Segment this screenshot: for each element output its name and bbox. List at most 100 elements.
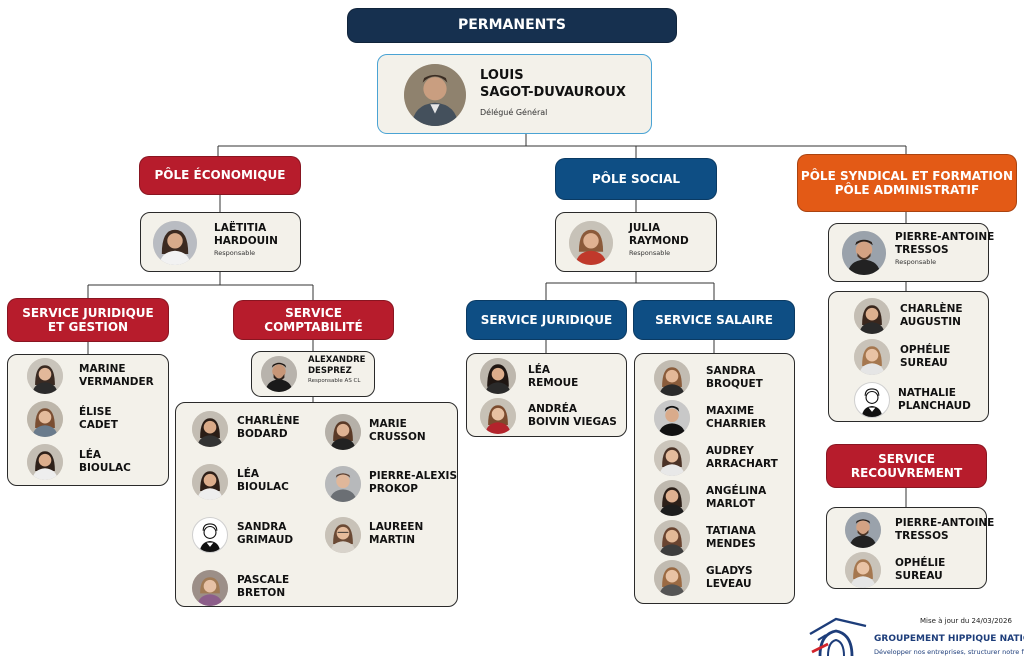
pole-label-line: PÔLE SYNDICAL ET FORMATION bbox=[800, 168, 1014, 183]
person-last-name: MENDES bbox=[706, 538, 756, 550]
person-first-name: SANDRA bbox=[706, 365, 756, 377]
person-last-name: CHARRIER bbox=[706, 418, 766, 430]
team-member: NATHALIE PLANCHAUD bbox=[829, 379, 989, 423]
pole-syndical-administratif: PÔLE SYNDICAL ET FORMATION PÔLE ADMINIST… bbox=[797, 154, 1017, 212]
person-first-name: CHARLÈNE bbox=[237, 415, 300, 427]
avatar bbox=[654, 480, 690, 516]
avatar bbox=[27, 358, 63, 394]
person-last-name: BODARD bbox=[237, 428, 288, 440]
person-first-name: PASCALE bbox=[237, 574, 290, 586]
service-salaire: SERVICE SALAIRE bbox=[633, 300, 795, 340]
avatar bbox=[842, 231, 886, 275]
person-name: PIERRE-ANTOINE TRESSOS bbox=[895, 231, 994, 257]
avatar bbox=[654, 440, 690, 476]
avatar bbox=[654, 360, 690, 396]
team-card-salaire: SANDRA BROQUET MAXIME CHARRIER AUDREY AR… bbox=[634, 353, 795, 604]
team-card-syndical: CHARLÈNE AUGUSTIN OPHÉLIE SUREAU NATHALI… bbox=[828, 291, 989, 422]
person-last-name: TRESSOS bbox=[895, 530, 949, 542]
team-member: PASCALE BRETON bbox=[176, 566, 316, 610]
horse-logo-icon bbox=[809, 617, 867, 657]
avatar bbox=[654, 560, 690, 596]
sketch-avatar bbox=[192, 517, 228, 553]
team-card-recouvrement: PIERRE-ANTOINE TRESSOS OPHÉLIE SUREAU bbox=[826, 507, 994, 591]
person-first-name: ALEXANDRE bbox=[308, 355, 366, 365]
person-name: ALEXANDRE DESPREZ bbox=[308, 355, 365, 377]
avatar bbox=[192, 411, 228, 447]
avatar bbox=[854, 298, 890, 334]
service-label-line: SERVICE JURIDIQUE bbox=[22, 305, 154, 320]
director-name: LOUIS SAGOT-DUVAUROUX bbox=[480, 67, 626, 101]
team-member: GLADYS LEVEAU bbox=[635, 557, 795, 597]
team-member: PIERRE-ALEXIS PROKOP bbox=[311, 462, 457, 506]
team-member: PIERRE-ANTOINE TRESSOS bbox=[827, 509, 994, 551]
person-last-name: PLANCHAUD bbox=[898, 400, 971, 412]
service-juridique: SERVICE JURIDIQUE bbox=[466, 300, 627, 340]
person-last-name: BRETON bbox=[237, 587, 286, 599]
team-card-juridique-gestion: MARINE VERMANDER ÉLISE CADET LÉA BIOULAC bbox=[7, 354, 169, 486]
person-first-name: LAËTITIA bbox=[214, 222, 267, 234]
team-member: SANDRA GRIMAUD bbox=[176, 513, 316, 557]
avatar bbox=[153, 221, 197, 265]
person-first-name: MARIE bbox=[369, 418, 407, 430]
person-first-name: JULIA bbox=[629, 222, 661, 234]
person-last-name: MARLOT bbox=[706, 498, 756, 510]
person-last-name: TRESSOS bbox=[895, 244, 949, 256]
update-date: Mise à jour du 24/03/2026 bbox=[920, 617, 1012, 625]
person-last-name: CRUSSON bbox=[369, 431, 426, 443]
person-last-name: DESPREZ bbox=[308, 366, 352, 376]
avatar bbox=[27, 401, 63, 437]
person-first-name: ANGÉLINA bbox=[706, 485, 767, 497]
team-member: SANDRA BROQUET bbox=[635, 357, 795, 397]
person-first-name: AUDREY bbox=[706, 445, 754, 457]
person-last-name: BIOULAC bbox=[79, 462, 131, 474]
avatar bbox=[654, 520, 690, 556]
person-name: JULIA RAYMOND bbox=[629, 222, 689, 248]
team-member: OPHÉLIE SUREAU bbox=[827, 549, 987, 591]
team-member: AUDREY ARRACHART bbox=[635, 437, 795, 477]
person-name: LAËTITIA HARDOUIN bbox=[214, 222, 278, 248]
person-last-name: VERMANDER bbox=[79, 376, 154, 388]
team-member: LÉA BIOULAC bbox=[8, 441, 168, 485]
avatar bbox=[325, 517, 361, 553]
head-card-eco: LAËTITIA HARDOUIN Responsable bbox=[140, 212, 301, 272]
pole-label-line: PÔLE ADMINISTRATIF bbox=[834, 183, 980, 197]
person-first-name: GLADYS bbox=[706, 565, 753, 577]
person-first-name: NATHALIE bbox=[898, 387, 956, 399]
avatar bbox=[404, 64, 466, 126]
avatar bbox=[192, 464, 228, 500]
avatar bbox=[27, 444, 63, 480]
team-member: OPHÉLIE SUREAU bbox=[829, 337, 989, 381]
person-first-name: OPHÉLIE bbox=[895, 557, 946, 569]
person-last-name: HARDOUIN bbox=[214, 235, 278, 247]
person-first-name: ÉLISE bbox=[79, 406, 112, 418]
person-first-name: ANDRÉA bbox=[528, 403, 578, 415]
person-role: Responsable bbox=[895, 258, 937, 266]
person-first-name: MAXIME bbox=[706, 405, 755, 417]
avatar bbox=[261, 356, 297, 392]
service-recouvrement: SERVICE RECOUVREMENT bbox=[826, 444, 987, 488]
service-label-line: ET GESTION bbox=[47, 320, 129, 334]
team-member: LÉA REMOUE bbox=[467, 355, 627, 397]
person-first-name: LAUREEN bbox=[369, 521, 424, 533]
avatar bbox=[569, 221, 613, 265]
person-last-name: PROKOP bbox=[369, 483, 418, 495]
team-member: LAUREEN MARTIN bbox=[311, 513, 457, 557]
sketch-avatar bbox=[854, 382, 890, 418]
head-card-comptabilite: ALEXANDRE DESPREZ Responsable AS CL bbox=[251, 351, 375, 397]
person-last-name: SAGOT-DUVAUROUX bbox=[480, 85, 626, 100]
person-last-name: BOIVIN VIEGAS bbox=[528, 416, 617, 428]
person-first-name: LÉA bbox=[237, 468, 259, 480]
team-card-juridique: LÉA REMOUE ANDRÉA BOIVIN VIEGAS bbox=[466, 353, 627, 437]
person-first-name: OPHÉLIE bbox=[900, 344, 951, 356]
avatar bbox=[192, 570, 228, 606]
avatar bbox=[325, 414, 361, 450]
person-first-name: LÉA bbox=[79, 449, 101, 461]
avatar bbox=[845, 512, 881, 548]
person-role: Responsable AS CL bbox=[308, 378, 361, 384]
person-last-name: LEVEAU bbox=[706, 578, 752, 590]
person-first-name: PIERRE-ANTOINE bbox=[895, 231, 995, 243]
header-title: PERMANENTS bbox=[347, 8, 677, 43]
director-card: LOUIS SAGOT-DUVAUROUX Délégué Général bbox=[377, 54, 652, 134]
person-last-name: REMOUE bbox=[528, 377, 579, 389]
